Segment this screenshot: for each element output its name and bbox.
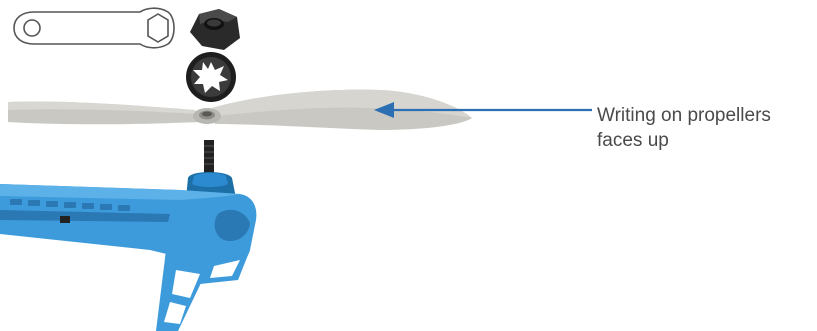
- star-washer-icon: [186, 52, 236, 102]
- hex-nut-icon: [190, 9, 240, 50]
- wrench-icon: [13, 7, 175, 49]
- callout-arrow: [374, 102, 592, 118]
- propeller-icon: [8, 89, 472, 130]
- propeller-callout-label: Writing on propellers faces up: [597, 103, 815, 153]
- callout-line-2: faces up: [597, 130, 669, 151]
- callout-line-1: Writing on propellers: [597, 105, 771, 126]
- frame-arm-icon: [0, 184, 257, 331]
